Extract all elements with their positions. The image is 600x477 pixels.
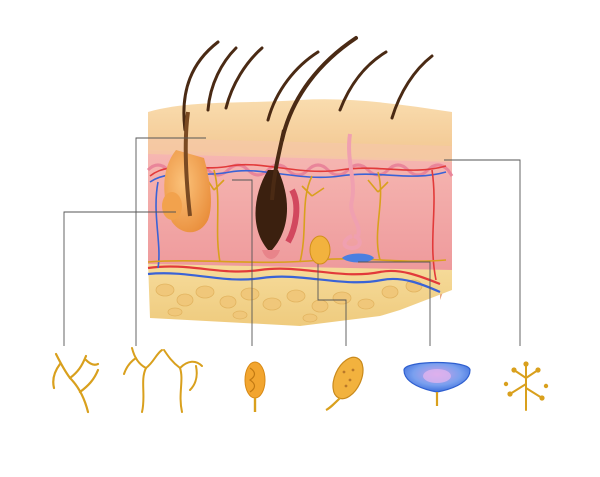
vein xyxy=(147,272,441,294)
epidermis-band xyxy=(148,138,452,162)
hair-2 xyxy=(206,46,238,112)
leader-lines xyxy=(63,137,521,346)
vessel-riser-right xyxy=(431,169,437,281)
hair-6 xyxy=(338,50,388,112)
bulb-corpuscle-icon xyxy=(403,361,471,406)
spindle-corpuscle-icon xyxy=(244,361,266,412)
hair-3 xyxy=(224,46,264,110)
krause-in-skin xyxy=(342,253,374,263)
hair-follicle xyxy=(255,129,300,259)
double-branch-nerve-icon xyxy=(123,347,203,413)
artery xyxy=(147,265,441,286)
leader-free-nerve xyxy=(63,211,176,346)
hair-1 xyxy=(182,40,220,132)
hairs xyxy=(182,36,434,142)
sweat-gland xyxy=(342,133,362,251)
oval-corpuscle-icon xyxy=(325,356,364,411)
meissner-in-skin xyxy=(309,235,331,265)
leader-krause xyxy=(358,261,431,346)
hair-4 xyxy=(266,50,320,122)
leader-ruffini xyxy=(232,179,253,346)
hair-5 xyxy=(280,36,358,142)
fat-cells xyxy=(155,279,423,323)
branching-nerve-icon xyxy=(52,352,100,414)
leader-merkel xyxy=(135,137,206,346)
leader-meissner xyxy=(317,264,347,346)
nerve-tree-icon xyxy=(503,361,549,411)
hair-7 xyxy=(390,54,434,120)
leader-plexus xyxy=(444,159,521,346)
